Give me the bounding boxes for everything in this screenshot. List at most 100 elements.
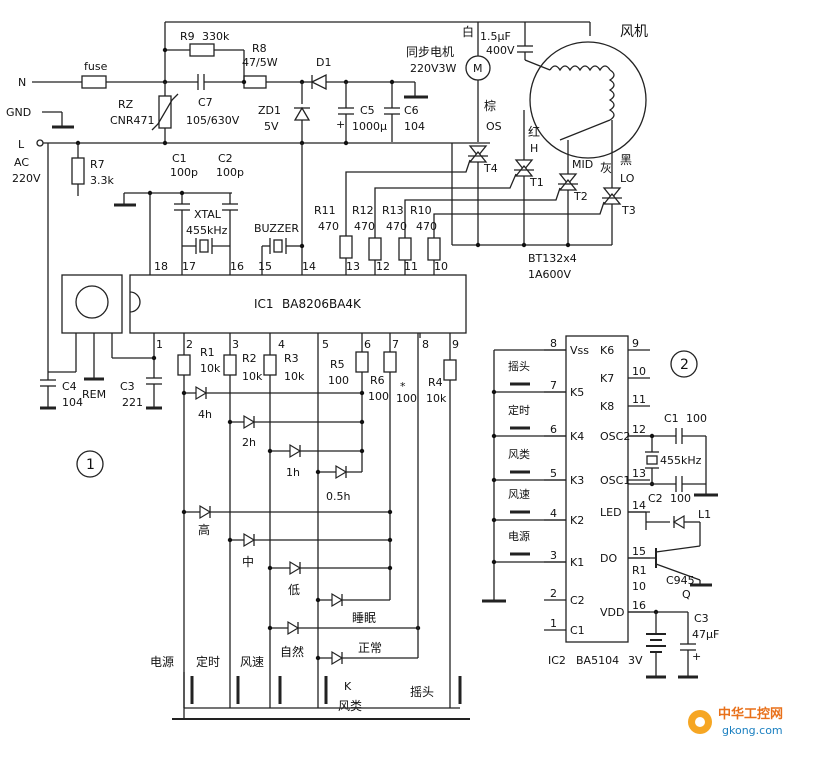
ic2-left-pin-5: 5	[550, 467, 557, 480]
ic2-key-wind[interactable]	[491, 470, 566, 483]
label-led-mid: 中	[242, 554, 254, 569]
label-triac-rating: 1A600V	[528, 268, 572, 281]
ic2-key-timer[interactable]	[491, 426, 566, 439]
label-c7: C7	[198, 96, 213, 109]
label-ic2-c2: C2	[648, 492, 663, 505]
ic2-key-speed[interactable]	[491, 510, 566, 523]
ic2-left-pin-6: 6	[550, 423, 557, 436]
label-rem: REM	[82, 388, 106, 401]
ic2-key-swing[interactable]	[491, 382, 566, 395]
ic2-left-name-3: K1	[570, 556, 584, 569]
label-motor-m: M	[473, 62, 483, 75]
label-t4: T4	[483, 162, 498, 175]
label-c6-value: 104	[404, 120, 425, 133]
label-fan-cap-v: 400V	[486, 44, 515, 57]
resistor-r11	[339, 235, 353, 259]
label-led-high: 高	[198, 522, 210, 537]
label-ic2-key-speed: 风速	[508, 488, 530, 501]
diode-d1	[310, 73, 327, 91]
resistor-r4	[443, 359, 457, 381]
label-c3-value: 221	[122, 396, 143, 409]
label-ic2-c1: C1	[664, 412, 679, 425]
ic1-bottom-pin-3: 3	[232, 338, 239, 351]
ic2-crystal	[646, 455, 658, 465]
led-low	[289, 560, 302, 576]
ic2-right-pin-16: 16	[632, 599, 646, 612]
label-section-1: 1	[86, 457, 95, 473]
ic2-right-name-12: OSC2	[600, 430, 630, 443]
label-triac-part: BT132x4	[528, 252, 577, 265]
label-ic2-r1-value: 10	[632, 580, 646, 593]
label-c1-value: 100p	[170, 166, 198, 179]
ic2-right-name-14: LED	[600, 506, 622, 519]
ic1-top-pin-13: 13	[346, 260, 360, 273]
ic2-right-pin-10: 10	[632, 365, 646, 378]
led-high	[199, 504, 212, 520]
resistor-r6	[355, 351, 369, 373]
label-r1-value: 10k	[200, 362, 221, 375]
ic2-left-name-2: C2	[570, 594, 585, 607]
ic2-right-name-9: K6	[600, 344, 614, 357]
ic2-right-pin-11: 11	[632, 393, 646, 406]
label-r10: R10	[410, 204, 432, 217]
label-section-2: 2	[680, 357, 689, 373]
ic2-right-name-10: K7	[600, 372, 614, 385]
label-ic1-part: BA8206BA4K	[282, 297, 362, 311]
resistor-r2	[223, 354, 237, 376]
label-led-4h: 4h	[198, 408, 212, 421]
resistor-r10	[427, 237, 441, 261]
ic1-top-pin-14: 14	[302, 260, 316, 273]
label-t3: T3	[621, 204, 636, 217]
led-0-5h	[335, 464, 348, 480]
label-fan-cap: 1.5μF	[480, 30, 511, 43]
label-ic2: IC2	[548, 654, 566, 667]
label-ic2-key-wind: 风类	[508, 447, 530, 461]
led-normal	[331, 650, 344, 666]
label-fan: 风机	[620, 24, 648, 40]
triac-t3	[602, 187, 622, 245]
label-c5-plus: +	[336, 118, 345, 131]
led-natural	[287, 620, 300, 636]
ic2-left-name-4: K2	[570, 514, 584, 527]
ic2-right-name-11: K8	[600, 400, 614, 413]
ic2-right-pin-9: 9	[632, 337, 639, 350]
label-ic2-c2-value: 100	[670, 492, 691, 505]
triac-t4	[468, 145, 488, 245]
ic2-key-power[interactable]	[491, 552, 566, 565]
ic2-right-pin-12: 12	[632, 423, 646, 436]
label-t2: T2	[573, 190, 588, 203]
ic1-top-pin-17: 17	[182, 260, 196, 273]
triac-t2	[558, 173, 578, 245]
label-led-2h: 2h	[242, 436, 256, 449]
label-r8-value: 47/5W	[242, 56, 278, 69]
label-r9: R9	[180, 30, 195, 43]
label-c4: C4	[62, 380, 77, 393]
resistor-r7	[71, 157, 85, 185]
label-battery: 3V	[628, 654, 643, 667]
label-t1: T1	[529, 176, 544, 189]
label-r2-value: 10k	[242, 370, 263, 383]
label-ic1: IC1	[254, 297, 274, 311]
label-r8: R8	[252, 42, 267, 55]
label-c5-value: 1000μ	[352, 120, 387, 133]
label-l1: L1	[698, 508, 711, 521]
label-wire-red: 红	[528, 124, 540, 139]
label-rz: RZ	[118, 98, 134, 111]
label-rstar-value: 100	[396, 392, 417, 405]
crystal-xtal	[199, 239, 209, 253]
ic1-top-pin-11: 11	[404, 260, 418, 273]
zener-zd1	[293, 106, 311, 121]
label-r11: R11	[314, 204, 336, 217]
key-power[interactable]	[183, 672, 194, 708]
label-r7-value: 3.3k	[90, 174, 114, 187]
ic1-body	[129, 274, 467, 334]
ic1-bottom-pin-9: 9	[452, 338, 459, 351]
ic2-left-name-8: Vss	[570, 344, 589, 357]
label-r3: R3	[284, 352, 299, 365]
watermark-logo	[688, 710, 712, 734]
label-r4-value: 10k	[426, 392, 447, 405]
label-ac: AC	[14, 156, 29, 169]
label-ic2-c1-value: 100	[686, 412, 707, 425]
